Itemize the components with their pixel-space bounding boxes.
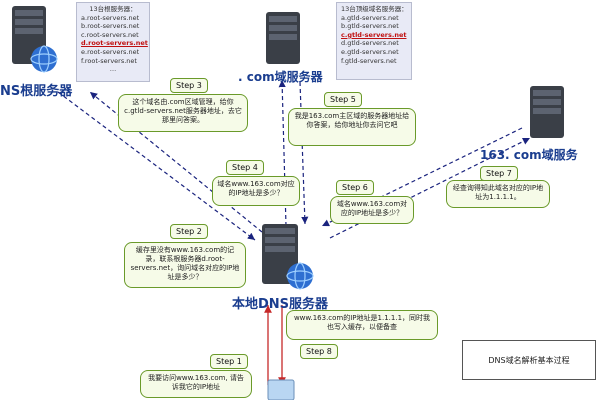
domain163-server-icon (530, 86, 564, 138)
step1-label: Step 1 (210, 354, 248, 369)
root-server-entry: a.root-servers.net (81, 13, 140, 22)
com-server-entry: d.gtld-servers.net (341, 39, 399, 48)
step8-bubble: www.163.com的IP地址是1.1.1.1，同时我也写入缓存，以便备查 (286, 310, 438, 340)
step7-bubble: 经查询得知此域名对应的IP地址为1.1.1.1。 (446, 180, 550, 208)
step7-label: Step 7 (480, 166, 518, 181)
legend-box: DNS域名解析基本过程 (462, 340, 596, 380)
step6-bubble: 域名www.163.com对应的IP地址是多少？ (330, 196, 414, 224)
root-server-label: NS根服务器 (0, 84, 73, 99)
step4-label: Step 4 (226, 160, 264, 175)
com-list-title: 13台顶级域名服务器： (341, 5, 408, 13)
root-server-entry: … (109, 65, 117, 74)
step2-label: Step 2 (170, 224, 208, 239)
domain163-server-label: 163. com域服务 (480, 148, 578, 162)
arrow-step5 (299, 81, 309, 225)
step3-bubble: 这个域名由.com区域管理，给你c.gtld-servers.net服务器地址，… (118, 94, 248, 132)
step1-bubble: 我要访问www.163.com, 请告诉我它的IP地址 (140, 370, 252, 398)
root-server-entry: f.root-servers.net (81, 56, 137, 65)
arrow-step3 (57, 91, 256, 241)
root-list-title: 13台根服务器： (89, 5, 137, 13)
step2-bubble: 缓存里没有www.163.com的记录，联系根服务器d.root-servers… (124, 242, 246, 288)
com-server-label: . com域服务器 (238, 70, 323, 84)
client-computer-icon (267, 379, 295, 400)
com-server-entry: f.gtld-servers.net (341, 56, 397, 65)
com-server-entry: e.gtld-servers.net (341, 47, 399, 56)
step3-label: Step 3 (170, 78, 208, 93)
root-server-icon (12, 6, 58, 73)
com-server-entry: c.gtld-servers.net (341, 30, 407, 39)
root-server-entry: b.root-servers.net (81, 22, 140, 31)
step5-label: Step 5 (324, 92, 362, 107)
com-server-entry: a.gtld-servers.net (341, 13, 399, 22)
com-server-entry: b.gtld-servers.net (341, 22, 399, 31)
root-server-entry: d.root-servers.net (81, 39, 148, 48)
local-dns-server-icon (262, 224, 314, 290)
step4-bubble: 域名www.163.com对应的IP地址是多少？ (212, 176, 300, 206)
root-server-entry: c.root-servers.net (81, 30, 139, 39)
step6-label: Step 6 (336, 180, 374, 195)
root-server-entry: e.root-servers.net (81, 47, 140, 56)
step5-bubble: 我是163.com主区域的服务器地址给你答案，给你地址你去问它吧 (288, 108, 416, 146)
step8-label: Step 8 (300, 344, 338, 359)
com-server-icon (266, 12, 300, 64)
local-dns-label: 本地DNS服务器 (232, 297, 329, 312)
